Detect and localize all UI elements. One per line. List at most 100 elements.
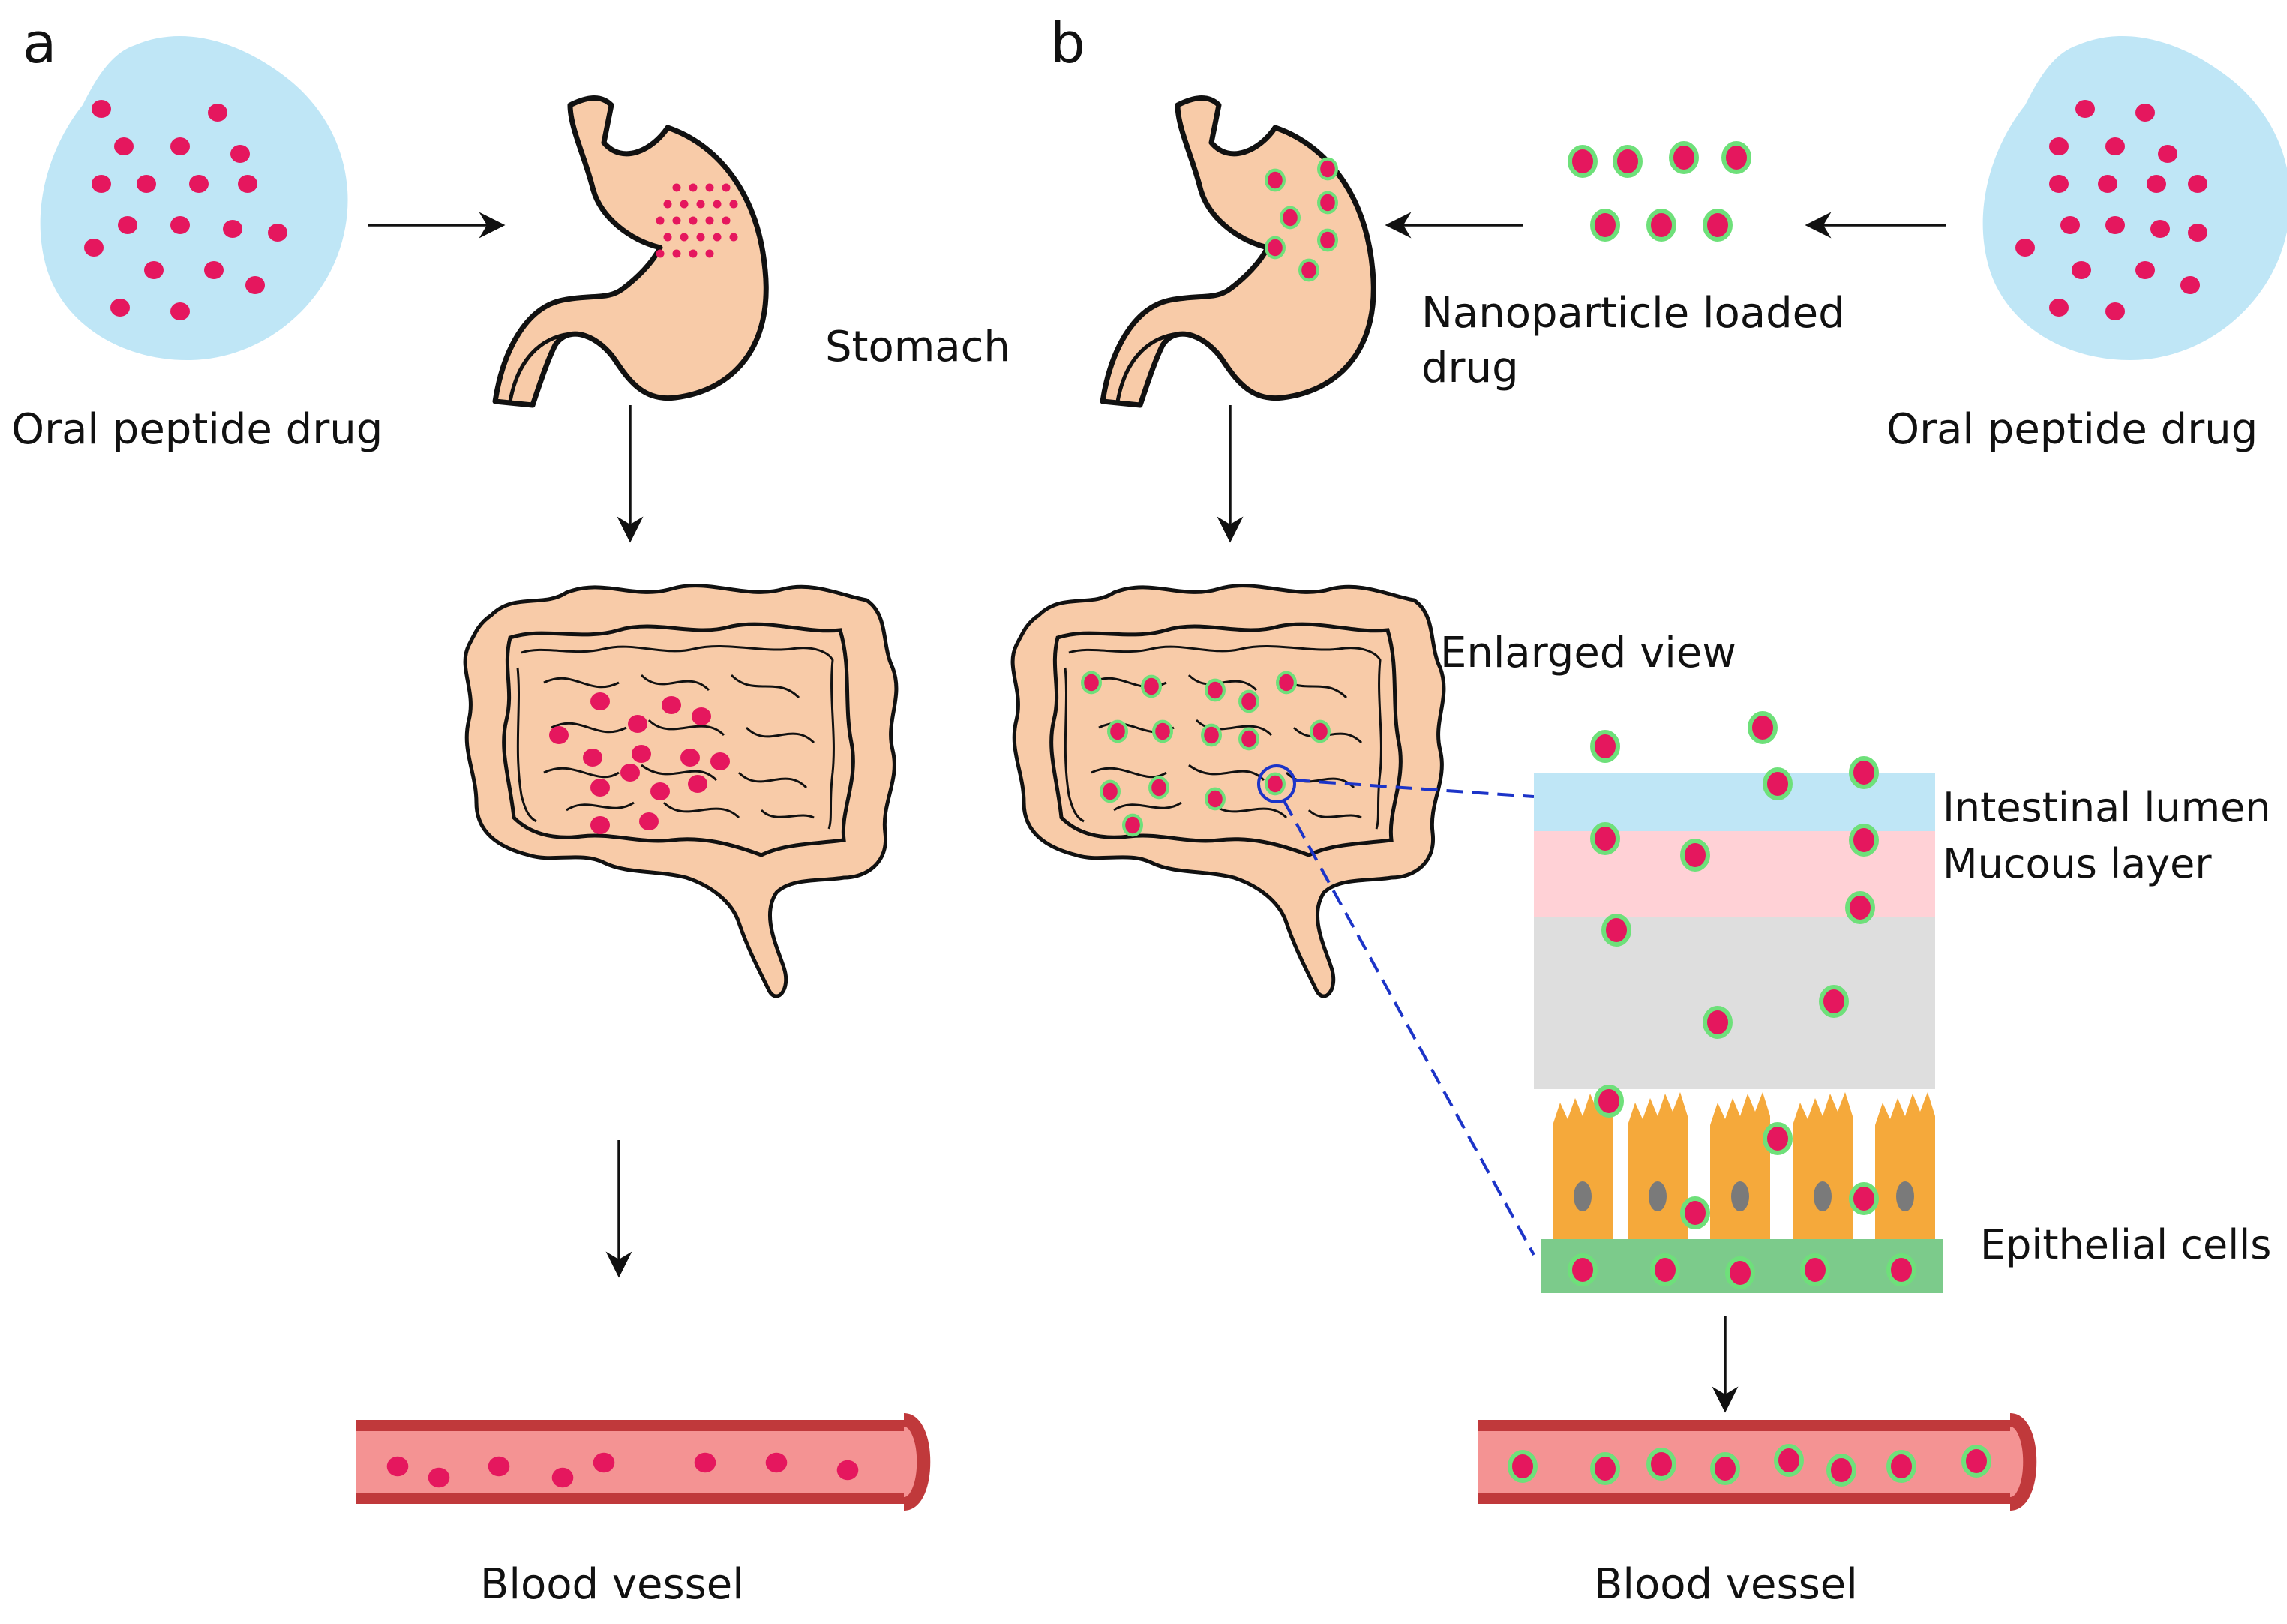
blood-vessel-label-a: Blood vessel (480, 1560, 744, 1609)
nanoparticle-enlarged (1592, 732, 1618, 761)
drug-particle-a (204, 261, 224, 279)
nanoparticle-intestine-b (1202, 725, 1220, 746)
drug-particle-intestine-a (639, 812, 659, 830)
drug-particle-b (2049, 299, 2069, 317)
blood-vessel-wall-top-b (1478, 1420, 2018, 1431)
nanoparticle-stomach-b (1300, 260, 1318, 281)
drug-particle-b (2049, 175, 2069, 193)
cell-nucleus (1649, 1181, 1667, 1211)
nanoparticle-stomach-b (1319, 159, 1337, 179)
drug-particle-a (114, 137, 134, 155)
stomach-drug-dot-a (729, 233, 738, 242)
intestine-a (465, 586, 896, 996)
cell-nucleus (1731, 1181, 1749, 1211)
drug-particle-b (2105, 216, 2125, 234)
nanoparticle-vessel-b (1829, 1456, 1854, 1484)
stomach-drug-dot-a (689, 183, 698, 192)
drug-particle-b (2049, 137, 2069, 155)
nanoparticle-enlarged (1604, 916, 1629, 944)
mucus-gel-layer (1534, 917, 1935, 1089)
drug-particle-intestine-a (620, 764, 640, 782)
nanoparticle-b (1615, 147, 1640, 176)
drug-particle-intestine-a (583, 749, 602, 767)
drug-particle-intestine-a (590, 816, 610, 834)
nanoparticle-enlarged (1821, 987, 1847, 1016)
blood-vessel-end-b (2009, 1413, 2037, 1511)
nanoparticle-enlarged (1889, 1256, 1914, 1284)
stomach-drug-dot-a (696, 200, 705, 209)
drug-particle-vessel-a (694, 1452, 716, 1473)
epithelial-cells-label: Epithelial cells (1980, 1221, 2272, 1268)
stomach-drug-dot-a (672, 249, 681, 258)
drug-particle-intestine-a (590, 692, 610, 710)
nanoparticle-intestine-b (1311, 722, 1329, 742)
nanoparticle-enlarged (1682, 841, 1708, 869)
oral-drug-pill-a (40, 36, 348, 361)
epithelial-cell (1793, 1092, 1853, 1245)
nanoparticle-intestine-b (1206, 680, 1224, 701)
drug-particle-a (268, 224, 287, 242)
oral-peptide-drug-label-b: Oral peptide drug (1886, 405, 2258, 454)
epithelial-cell (1553, 1092, 1613, 1245)
drug-particle-a (170, 216, 190, 234)
enlarged-view-label: Enlarged view (1440, 629, 1737, 677)
stomach-drug-dot-a (680, 233, 689, 242)
nanoparticle-enlarged (1851, 826, 1877, 854)
stomach-drug-dot-a (689, 249, 698, 258)
panel-label-a: a (23, 11, 57, 76)
drug-particle-a (92, 175, 111, 193)
drug-particle-b (2098, 175, 2117, 193)
drug-particle-intestine-a (628, 715, 647, 733)
stomach-drug-dot-a (663, 200, 672, 209)
oral-peptide-drug-label-a: Oral peptide drug (11, 405, 383, 454)
nanoparticle-intestine-b (1266, 774, 1284, 794)
nanoparticle-vessel-b (1510, 1452, 1535, 1481)
nanoparticle-intestine-b (1240, 729, 1258, 749)
nanoparticle-label-line2: drug (1421, 344, 1519, 392)
drug-particle-intestine-a (632, 745, 651, 763)
blood-vessel-wall-bottom-a (356, 1493, 911, 1504)
nanoparticle-vessel-b (1776, 1446, 1802, 1475)
blood-vessel-wall-top-a (356, 1420, 911, 1431)
nanoparticle-intestine-b (1206, 789, 1224, 809)
drug-particle-b (2188, 175, 2207, 193)
drug-particle-b (2105, 137, 2125, 155)
stomach-drug-dot-a (672, 216, 681, 225)
stomach-drug-dot-a (663, 233, 672, 242)
drug-particle-a (208, 104, 227, 122)
nanoparticle-enlarged (1765, 1124, 1790, 1153)
drug-particle-intestine-a (688, 775, 707, 793)
drug-particle-a (84, 239, 104, 257)
nanoparticle-stomach-b (1319, 193, 1337, 213)
epithelial-cell (1875, 1092, 1935, 1245)
panel-label-b: b (1050, 11, 1085, 76)
nanoparticle-b (1570, 147, 1595, 176)
nanoparticle-enlarged (1847, 893, 1873, 922)
stomach-drug-dot-a (680, 200, 689, 209)
blood-vessel-b (1478, 1420, 2018, 1504)
nanoparticle-vessel-b (1964, 1447, 1989, 1475)
drug-particle-b (2060, 216, 2080, 234)
drug-particle-vessel-a (488, 1456, 510, 1477)
stomach-drug-dot-a (722, 183, 731, 192)
nanoparticle-enlarged (1592, 824, 1618, 853)
nanoparticle-enlarged (1851, 1184, 1877, 1213)
epithelial-cell (1710, 1092, 1770, 1245)
drug-particle-a (144, 261, 164, 279)
nanoparticle-enlarged (1570, 1256, 1595, 1284)
intestinal-lumen-label: Intestinal lumen (1943, 784, 2271, 831)
drug-particle-b (2135, 261, 2155, 279)
drug-particle-a (110, 299, 130, 317)
mucous-layer-label: Mucous layer (1943, 840, 2212, 887)
zoom-line-bottom (1283, 800, 1535, 1256)
drug-particle-b (2188, 224, 2207, 242)
drug-particle-vessel-a (765, 1452, 788, 1473)
drug-particle-b (2158, 145, 2177, 163)
drug-particle-a (245, 276, 265, 294)
stomach-drug-dot-a (656, 216, 665, 225)
zoom-line-top (1293, 779, 1535, 798)
blood-vessel-a (356, 1420, 911, 1504)
oral-drug-pill-b (1982, 36, 2287, 361)
